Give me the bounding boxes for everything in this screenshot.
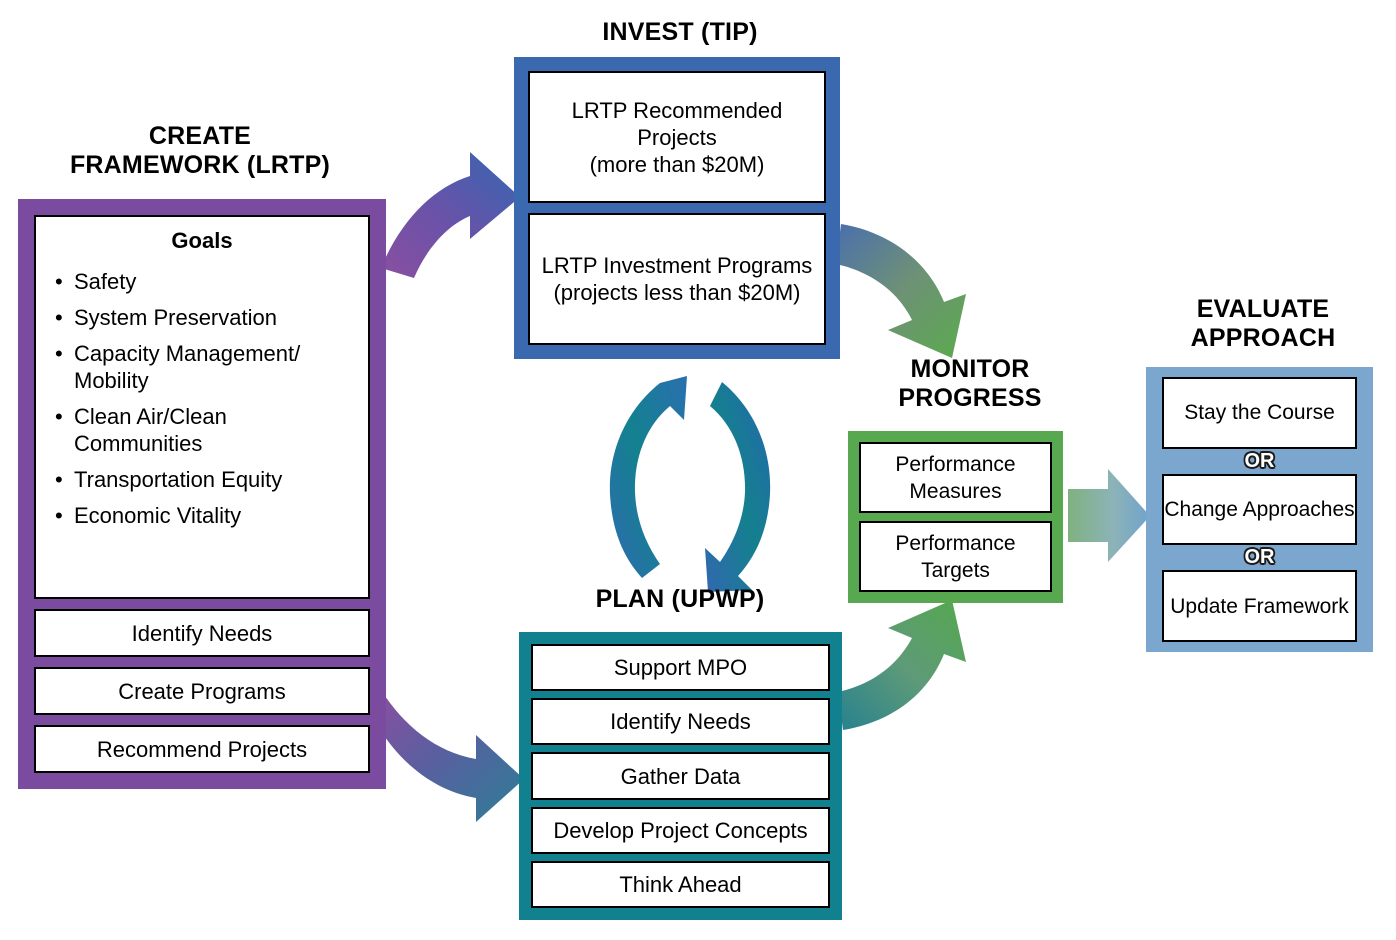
- goals-heading: Goals: [171, 228, 233, 253]
- plan-item-think-ahead: Think Ahead: [531, 860, 830, 909]
- monitor-item-performance-targets: Performance Targets: [859, 521, 1052, 592]
- goal-item: Capacity Management/ Mobility: [52, 340, 360, 394]
- evaluate-title: EVALUATE APPROACH: [1190, 295, 1336, 352]
- evaluate-separator-or-1: OR: [1244, 449, 1275, 472]
- goal-item: Transportation Equity: [52, 466, 360, 493]
- monitor-title: MONITOR PROGRESS: [898, 355, 1042, 412]
- evaluate-item-stay-the-course: Stay the Course: [1162, 377, 1357, 449]
- goal-item: Economic Vitality: [52, 502, 360, 529]
- invest-title: INVEST (TIP): [602, 18, 758, 46]
- plan-item-support-mpo: Support MPO: [531, 644, 830, 692]
- arrow-framework-to-plan: [379, 690, 524, 822]
- goal-item: Clean Air/Clean Communities: [52, 403, 360, 457]
- plan-group: Support MPO Identify Needs Gather Data D…: [519, 632, 842, 920]
- plan-item-develop-project-concepts: Develop Project Concepts: [531, 806, 830, 854]
- evaluate-item-update-framework: Update Framework: [1162, 570, 1357, 643]
- plan-item-gather-data: Gather Data: [531, 752, 830, 800]
- monitor-item-performance-measures: Performance Measures: [859, 442, 1052, 513]
- framework-step-recommend-projects: Recommend Projects: [34, 725, 370, 773]
- arrow-plan-to-monitor: [838, 600, 966, 730]
- framework-group: Goals Safety System Preservation Capacit…: [18, 199, 386, 789]
- plan-item-identify-needs: Identify Needs: [531, 698, 830, 746]
- goal-item: Safety: [52, 268, 360, 295]
- invest-item-investment-programs: LRTP Investment Programs (projects less …: [528, 213, 826, 345]
- goal-item: System Preservation: [52, 304, 360, 331]
- invest-item-recommended-projects: LRTP Recommended Projects (more than $20…: [528, 71, 826, 203]
- evaluate-separator-or-2: OR: [1244, 546, 1275, 569]
- arrow-invest-to-monitor: [836, 224, 966, 358]
- monitor-group: Performance Measures Performance Targets: [848, 431, 1063, 603]
- cycle-arrows-invest-plan: [609, 376, 771, 592]
- arrow-framework-to-invest: [381, 152, 520, 278]
- arrow-monitor-to-evaluate: [1068, 469, 1150, 562]
- framework-title: CREATE FRAMEWORK (LRTP): [69, 122, 331, 179]
- goals-box: Goals Safety System Preservation Capacit…: [34, 215, 370, 599]
- framework-step-identify-needs: Identify Needs: [34, 609, 370, 657]
- evaluate-group: Stay the Course OR Change Approaches OR …: [1146, 367, 1373, 652]
- plan-title: PLAN (UPWP): [595, 585, 765, 613]
- goals-list: Safety System Preservation Capacity Mana…: [36, 268, 368, 538]
- invest-group: LRTP Recommended Projects (more than $20…: [514, 57, 840, 359]
- evaluate-item-change-approaches: Change Approaches: [1162, 473, 1357, 546]
- framework-step-create-programs: Create Programs: [34, 667, 370, 715]
